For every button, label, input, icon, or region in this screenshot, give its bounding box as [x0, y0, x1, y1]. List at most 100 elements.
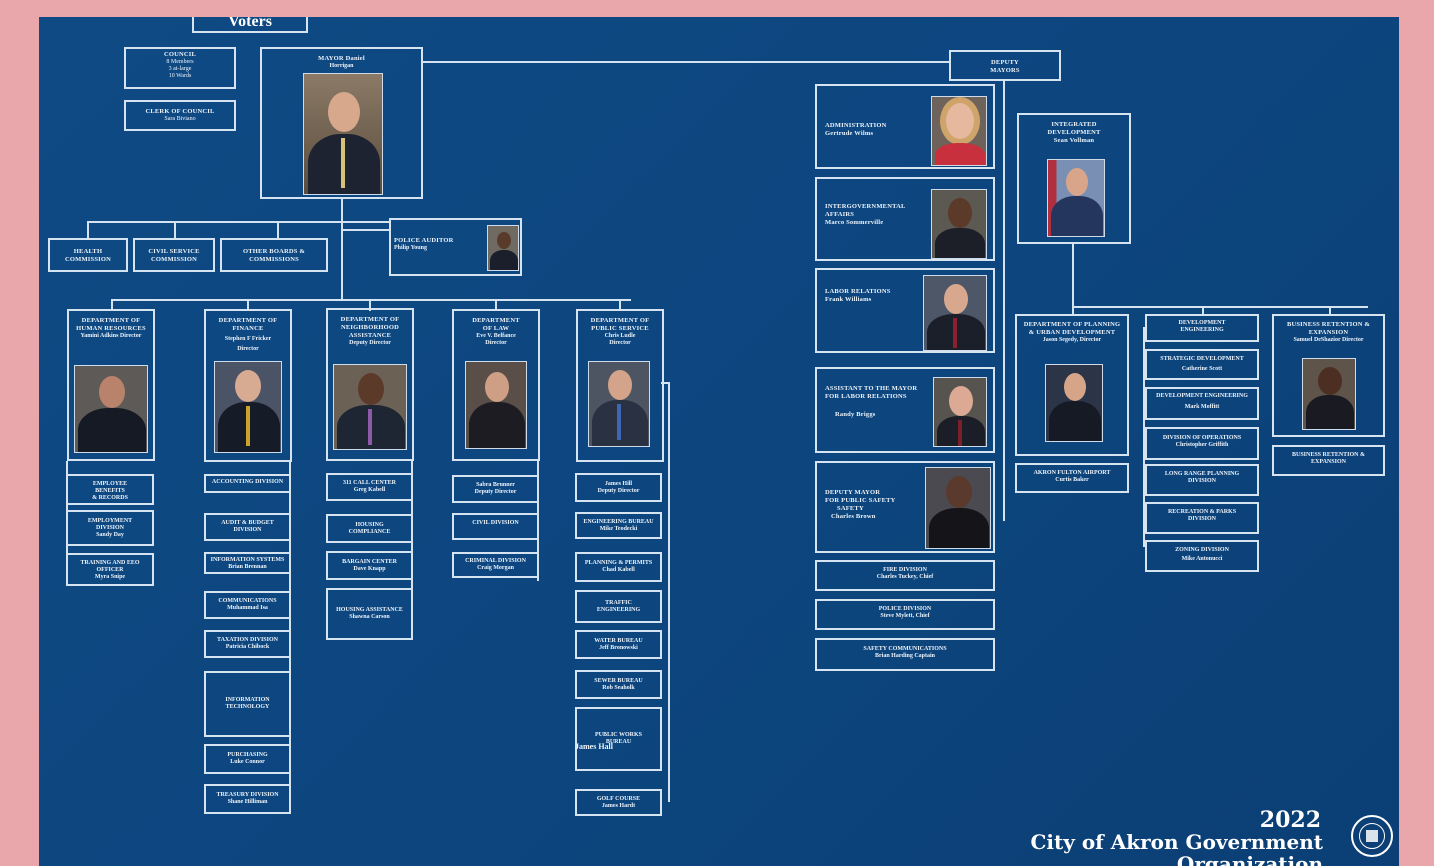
mayor-photo	[303, 73, 383, 195]
labor-relations-box: LABOR RELATIONS Frank Williams	[815, 268, 995, 353]
dept-director: Stephen F Fricker	[224, 336, 272, 342]
sub-line: BUSINESS RETENTION &	[1291, 452, 1366, 458]
connector	[1072, 306, 1368, 308]
connector	[661, 382, 670, 384]
mayor-box: MAYOR Daniel Horrigan	[260, 47, 423, 199]
deputy-mayor-safety-box: DEPUTY MAYOR FOR PUBLIC SAFETY SAFETY Ch…	[815, 461, 995, 553]
public-service-photo	[588, 361, 650, 447]
dev-sub: ZONING DIVISION Mike Antonucci	[1145, 540, 1259, 572]
connector	[1143, 327, 1145, 547]
integrated-line: DEVELOPMENT	[1047, 129, 1101, 136]
sub-line: ENGINEERING BUREAU	[583, 518, 654, 525]
dept-line: HUMAN RESOURCES	[76, 325, 146, 332]
dev-sub: RECREATION & PARKS DIVISION	[1145, 502, 1259, 534]
right-name: Randy Briggs	[835, 411, 876, 418]
sub-line: Sandy Day	[96, 532, 124, 538]
police-auditor-title: POLICE AUDITOR	[394, 237, 454, 244]
integrated-photo	[1047, 159, 1105, 237]
connector	[421, 61, 949, 63]
dept-director: Yamini Adkins Director	[80, 333, 142, 339]
neighborhood-photo	[333, 364, 407, 450]
administration-photo	[931, 96, 987, 166]
sub-line: CRIMINAL DIVISION	[465, 558, 526, 564]
commission-line1: HEALTH	[73, 248, 103, 255]
council-line2: 3 at-large	[168, 66, 192, 72]
police-auditor-photo	[487, 225, 519, 271]
sub-line: DIVISION	[1187, 516, 1216, 522]
sub-line: COMMUNICATIONS	[218, 598, 277, 604]
assistant-labor-photo	[933, 377, 987, 447]
clerk-name: Sara Biviano	[164, 116, 196, 122]
chart-title-line2: Organization	[1176, 852, 1323, 866]
integrated-name: Sean Vollman	[1053, 137, 1095, 144]
dept-director-title: Director	[609, 340, 631, 346]
fire-division: FIRE DIVISION Charles Tuckey, Chief	[815, 560, 995, 591]
connector	[668, 382, 670, 802]
planning-line: & URBAN DEVELOPMENT	[1028, 329, 1116, 336]
council-title: COUNCIL	[163, 51, 197, 58]
sub-line: 311 CALL CENTER	[342, 480, 396, 486]
sub-line: Mike Teodecki	[599, 525, 638, 532]
administration-box: ADMINISTRATION Gertrude Wilms	[815, 84, 995, 169]
assistant-labor-box: ASSISTANT TO THE MAYOR FOR LABOR RELATIO…	[815, 367, 995, 453]
connector	[1072, 242, 1074, 307]
sub-line: James Hill	[604, 480, 633, 487]
hr-sub: TRAINING AND EEO OFFICER Myra Snipe	[66, 553, 154, 586]
dept-finance: DEPARTMENT OF FINANCE Stephen F Fricker …	[204, 309, 292, 462]
connector	[341, 199, 343, 299]
business-photo	[1302, 358, 1356, 430]
dept-line: DEPARTMENT OF	[218, 317, 278, 324]
right-title: ADMINISTRATION	[825, 122, 887, 129]
finance-sub: ACCOUNTING DIVISION	[204, 474, 291, 493]
sub-line: Mark Moffitt	[1184, 404, 1220, 410]
sub-line: DIVISION	[233, 527, 262, 533]
sub-line: Craig Morgan	[477, 565, 514, 571]
dev-sub: STRATEGIC DEVELOPMENT Catherine Scott	[1145, 349, 1259, 380]
sub-line: FIRE DIVISION	[883, 567, 927, 573]
health-commission: HEALTH COMMISSION	[48, 238, 128, 272]
sub-line: ENGINEERING	[596, 606, 641, 613]
dept-line: ASSISTANCE	[348, 332, 392, 339]
planning-photo	[1045, 364, 1103, 442]
labor-relations-photo	[923, 275, 987, 351]
sub-line: Greg Kabell	[353, 487, 386, 493]
connector	[111, 299, 631, 301]
business-sub: BUSINESS RETENTION & EXPANSION	[1272, 445, 1385, 476]
dept-public-service: DEPARTMENT OF PUBLIC SERVICE Chris Ludle…	[576, 309, 664, 462]
sub-line: Mike Antonucci	[1181, 556, 1223, 562]
right-title: FOR LABOR RELATIONS	[825, 393, 907, 400]
sub-line: TAXATION DIVISION	[217, 637, 278, 643]
sub-line: Chad Kabell	[602, 567, 635, 573]
safety-photo	[925, 467, 991, 549]
sub-line: WATER BUREAU	[594, 637, 643, 644]
connector	[495, 299, 497, 311]
other-boards-commissions: OTHER BOARDS & COMMISSIONS	[220, 238, 328, 272]
sub-line: Deputy Director	[474, 489, 517, 495]
connector	[247, 299, 249, 311]
sub-line: SEWER BUREAU	[594, 677, 643, 684]
sub-line: CIVIL DIVISION	[472, 519, 519, 526]
sub-line: AUDIT & BUDGET	[221, 520, 274, 526]
dept-director: Eve V. Belfance	[476, 333, 516, 339]
sub-line: Charles Tuckey, Chief	[876, 574, 934, 580]
council-line1: 8 Members	[166, 59, 194, 65]
sub-line: DIVISION OF OPERATIONS	[1162, 435, 1242, 441]
sub-line: Luke Connor	[230, 759, 265, 765]
connector	[1202, 306, 1204, 316]
sub-line: PLANNING & PERMITS	[584, 560, 653, 566]
dept-neighborhood: DEPARTMENT OF NEIGHBORHOOD ASSISTANCE De…	[326, 308, 414, 461]
sub-line: ENGINEERING	[1180, 327, 1224, 333]
hr-sub: EMPLOYMENT DIVISION Sandy Day	[66, 510, 154, 546]
sub-line: TRAINING AND EEO	[80, 560, 140, 566]
sub-line: Shane Hilliman	[227, 799, 268, 805]
clerk-title: CLERK OF COUNCIL	[145, 108, 215, 115]
